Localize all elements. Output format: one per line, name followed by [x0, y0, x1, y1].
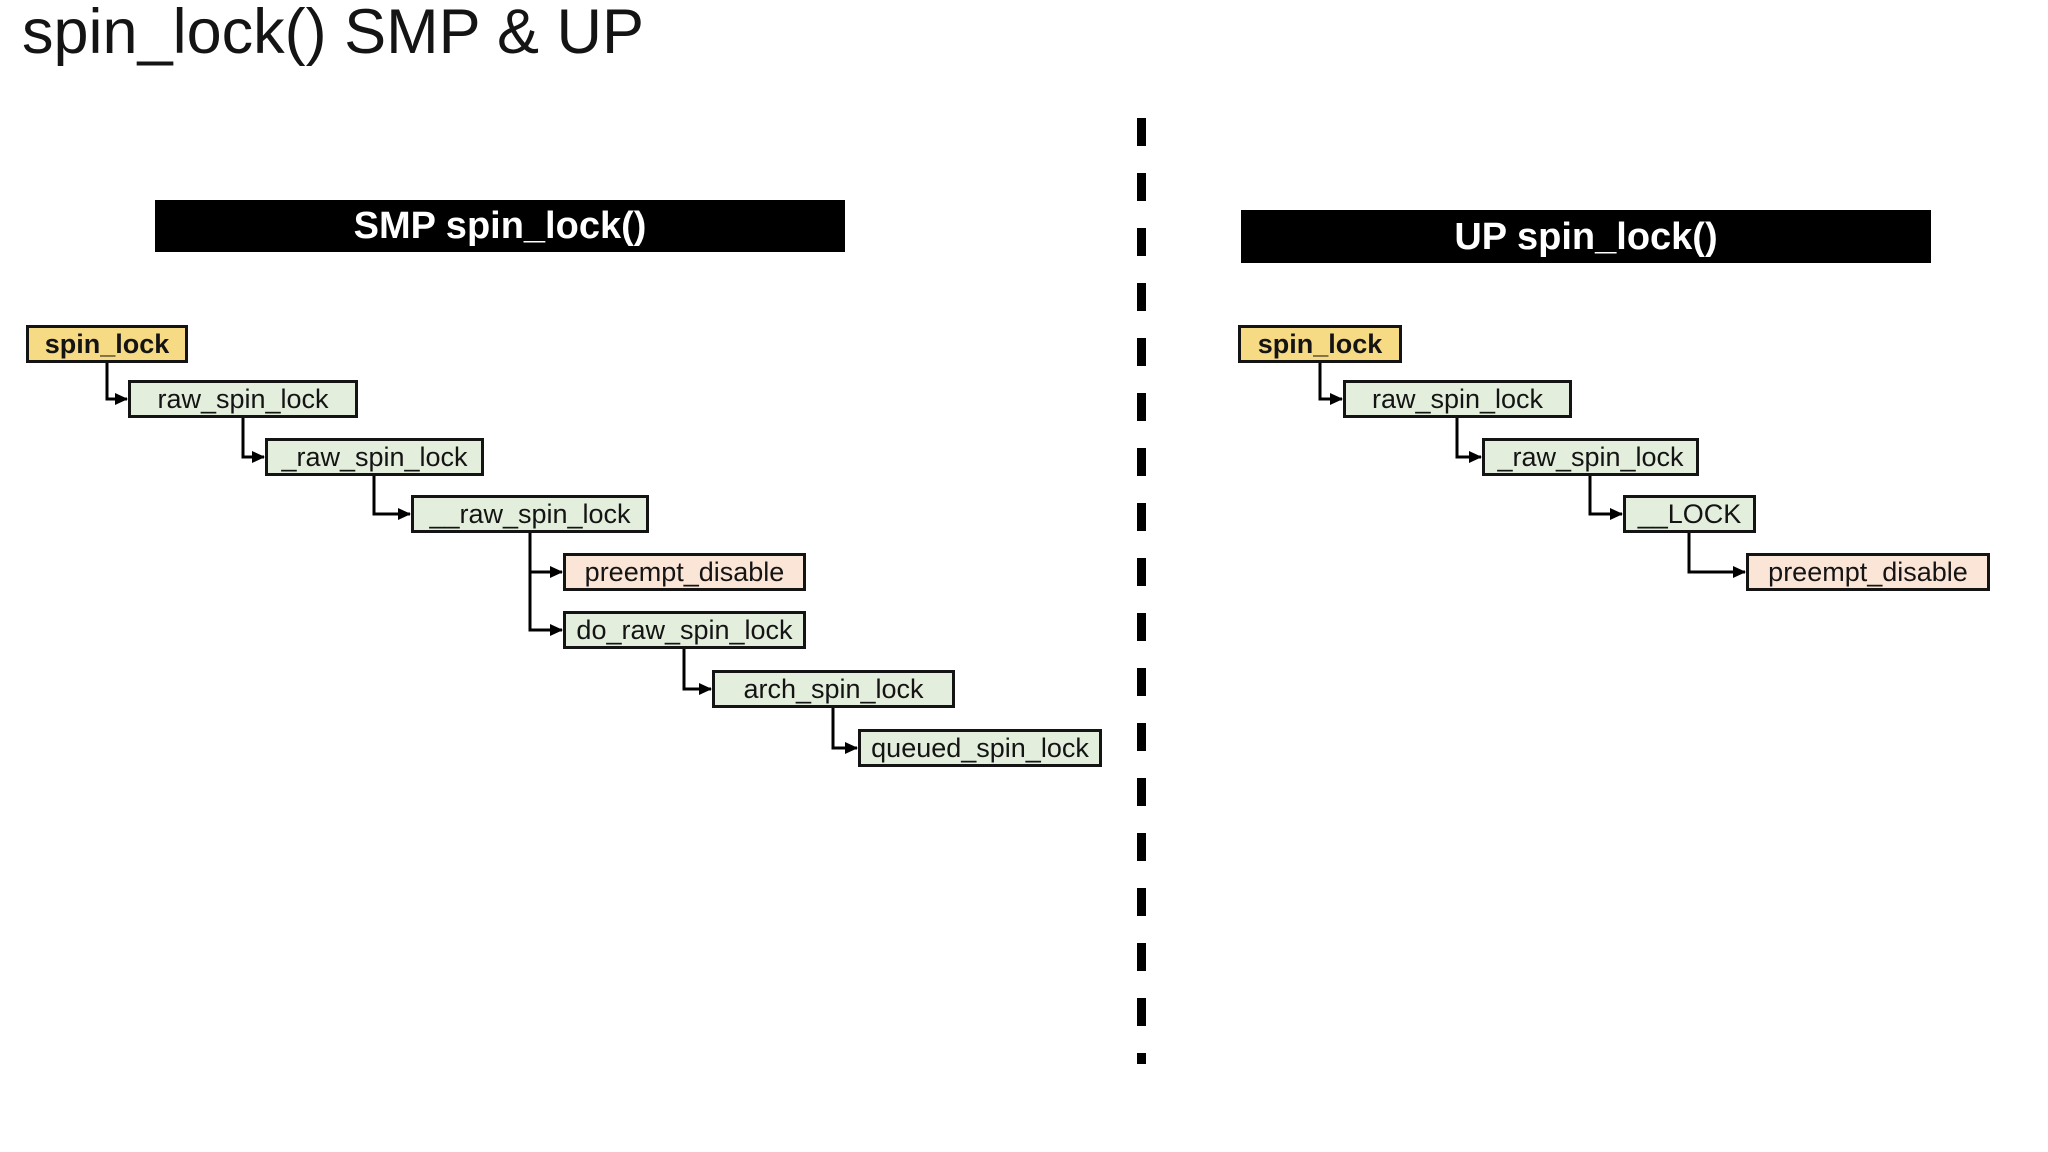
connector-line	[1687, 533, 1746, 578]
node-smp-preempt-disable: preempt_disable	[563, 553, 806, 591]
connector-line	[528, 572, 563, 636]
connector-line	[682, 649, 712, 695]
node-up-spin-lock: spin_lock	[1238, 325, 1402, 363]
node-up---lock: __LOCK	[1623, 495, 1756, 533]
node-smp--raw-spin-lock: _raw_spin_lock	[265, 438, 484, 476]
smp-panel-header: SMP spin_lock()	[155, 200, 845, 252]
connector-line	[1588, 476, 1623, 520]
connector-line	[105, 363, 128, 405]
connector-line	[241, 418, 265, 463]
slide-title: spin_lock() SMP & UP	[22, 0, 645, 67]
node-smp-spin-lock: spin_lock	[26, 325, 188, 363]
connector-line	[831, 708, 858, 754]
divider-dashed-line	[1137, 118, 1146, 1064]
node-smp-queued-spin-lock: queued_spin_lock	[858, 729, 1102, 767]
node-up-raw-spin-lock: raw_spin_lock	[1343, 380, 1572, 418]
connector-line	[1318, 363, 1343, 405]
node-up-preempt-disable: preempt_disable	[1746, 553, 1990, 591]
node-smp-raw-spin-lock: raw_spin_lock	[128, 380, 358, 418]
node-smp---raw-spin-lock: __raw_spin_lock	[411, 495, 649, 533]
up-panel-header: UP spin_lock()	[1241, 210, 1931, 263]
node-up--raw-spin-lock: _raw_spin_lock	[1482, 438, 1699, 476]
connector-line	[1455, 418, 1482, 463]
connector-line	[528, 533, 563, 578]
node-smp-do-raw-spin-lock: do_raw_spin_lock	[563, 611, 806, 649]
connector-line	[372, 476, 411, 520]
node-smp-arch-spin-lock: arch_spin_lock	[712, 670, 955, 708]
